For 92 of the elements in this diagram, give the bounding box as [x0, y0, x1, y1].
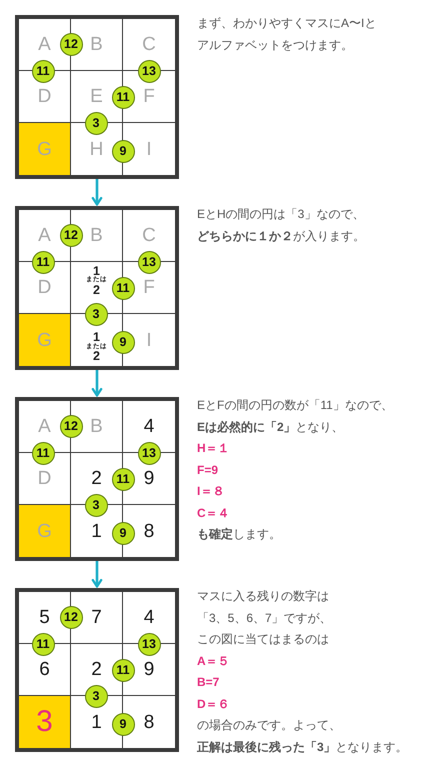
cell-letter: D: [38, 469, 52, 488]
cell-letter: C: [142, 35, 156, 54]
number-circle: 11: [32, 250, 54, 274]
shaded-cell: [19, 314, 71, 366]
puzzle-grid: [15, 588, 179, 752]
cell-letter: E: [90, 87, 103, 106]
cell-number: 8: [144, 522, 154, 540]
cell-number: 1: [91, 712, 102, 732]
cell-number: 9: [144, 660, 154, 679]
shaded-cell: [19, 123, 71, 175]
explanation-text: EとHの間の円は「3」なので、: [197, 206, 364, 222]
number-circle: 12: [60, 414, 82, 438]
explanation-text: この図に当てはまるのは: [197, 631, 329, 647]
cell-letter: F: [143, 87, 155, 106]
number-circle: 13: [138, 250, 160, 274]
number-circle: 11: [112, 468, 134, 490]
cell-letter: A: [38, 417, 51, 436]
puzzle-grid: [15, 15, 179, 179]
number-circle: 11: [112, 276, 134, 300]
explanation-text: 正解は最後に残った「3」となります。: [197, 738, 408, 754]
number-circle: 11: [32, 442, 54, 464]
number-circle: 3: [84, 684, 108, 708]
number-circle: 9: [112, 330, 134, 354]
cell-number: 6: [39, 660, 50, 679]
shaded-cell: [19, 505, 71, 557]
cell-number: 2: [91, 660, 102, 679]
cell-number: 9: [144, 469, 154, 488]
explanation-text: も確定します。: [197, 526, 281, 542]
explanation-text: H＝１: [197, 440, 230, 456]
arrow: [92, 561, 102, 588]
cell-letter: D: [38, 278, 52, 297]
cell-number: 7: [91, 608, 102, 627]
cell-number: 1: [93, 264, 100, 278]
cell-number: 4: [144, 608, 154, 627]
explanation-text: まず、わかりやすくマスにA〜Iと: [197, 15, 376, 31]
number-circle: 3: [84, 112, 108, 134]
cell-letter: B: [90, 417, 103, 436]
number-circle: 13: [138, 632, 160, 656]
cell-number: 5: [39, 608, 50, 627]
number-circle: 11: [32, 632, 54, 656]
number-circle: 13: [138, 60, 160, 82]
puzzle-grid: [15, 206, 179, 370]
cell-letter: B: [90, 226, 103, 245]
number-circle: 12: [60, 32, 82, 56]
cell-letter: A: [38, 226, 51, 245]
explanation-text: マスに入る残りの数字は: [197, 588, 329, 604]
cell-number: 2: [93, 350, 100, 363]
explanation-text: B=7: [197, 674, 220, 690]
cell-number: 4: [144, 417, 154, 436]
explanation-text: D＝６: [197, 696, 230, 712]
explanation-text: F=9: [197, 462, 218, 478]
number-circle: 11: [112, 658, 134, 682]
shaded-cell: [19, 696, 71, 748]
arrow: [92, 179, 102, 206]
cell-letter: C: [142, 226, 156, 245]
cell-letter: H: [90, 140, 104, 158]
number-circle: 3: [84, 302, 108, 326]
arrow: [92, 370, 102, 397]
cell-letter: I: [146, 140, 152, 158]
cell-letter: I: [146, 330, 152, 350]
explanation-text: アルファベットをつけます。: [197, 36, 353, 52]
explanation-text: A＝５: [197, 652, 230, 668]
number-circle: 9: [112, 712, 134, 736]
explanation-text: Eは必然的に「2」となり、: [197, 418, 344, 434]
cell-letter: F: [143, 278, 155, 297]
answer-number: 3: [36, 707, 53, 737]
explanation-text: EとFの間の円の数が「11」なので、: [197, 397, 393, 413]
cell-letter: G: [37, 330, 52, 350]
cell-letter: A: [38, 35, 51, 54]
number-circle: 9: [112, 522, 134, 544]
explanation-text: I＝８: [197, 483, 224, 499]
explanation-text: の場合のみです。よって、: [197, 717, 341, 733]
number-circle: 12: [60, 224, 82, 246]
cell-number: 8: [144, 712, 154, 732]
number-circle: 13: [138, 442, 160, 464]
cell-letter: G: [37, 522, 52, 540]
cell-number: 1: [93, 331, 100, 344]
number-circle: 11: [32, 60, 54, 82]
cell-letter: G: [37, 140, 52, 158]
puzzle-grid: [15, 397, 179, 561]
explanation-text: 「3、5、6、7」ですが、: [197, 610, 332, 626]
explanation-text: どちらかに１か２が入ります。: [197, 228, 365, 244]
explanation-text: C＝４: [197, 504, 230, 520]
cell-number: 2: [91, 469, 102, 488]
number-circle: 3: [84, 494, 108, 516]
cell-number: 2: [93, 284, 100, 296]
cell-letter: B: [90, 35, 103, 54]
number-circle: 11: [112, 86, 134, 108]
number-circle: 9: [112, 140, 134, 162]
number-circle: 12: [60, 606, 82, 628]
cell-letter: D: [38, 87, 52, 106]
cell-number: 1: [91, 522, 102, 540]
